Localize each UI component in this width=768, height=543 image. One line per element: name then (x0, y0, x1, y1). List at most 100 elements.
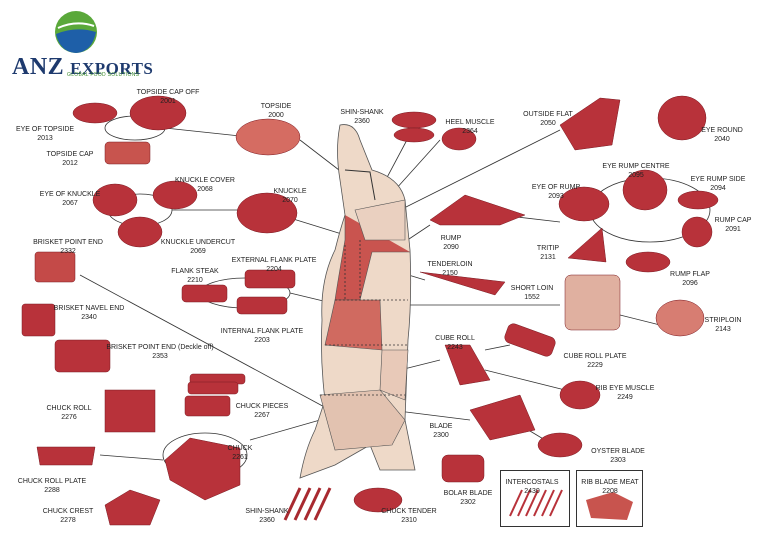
cut-code: 2310 (401, 517, 417, 524)
cut-code: 2353 (152, 353, 168, 360)
cut-code: 2001 (160, 98, 176, 105)
label-topside-cap: TOPSIDE CAP 2012 (47, 150, 94, 168)
label-eye-of-knuckle: EYE OF KNUCKLE 2067 (40, 190, 101, 208)
cut-name: EYE OF TOPSIDE (15, 126, 75, 133)
cut-code: 2040 (714, 136, 730, 143)
label-rib-eye-muscle: RIB EYE MUSCLE 2249 (596, 384, 655, 402)
cut-code: 2000 (268, 112, 284, 119)
label-topside-cap-off: TOPSIDE CAP OFF 2001 (137, 88, 200, 106)
label-internal-flank-plate: INTERNAL FLANK PLATE 2203 (221, 327, 303, 345)
cut-code: 2364 (462, 128, 478, 135)
cut-code: 2069 (190, 248, 206, 255)
cut-name: TRITIP (536, 245, 560, 252)
cut-code: 2332 (60, 248, 76, 255)
label-bolar-blade: BOLAR BLADE 2302 (444, 489, 493, 507)
cut-code: 2131 (540, 254, 556, 261)
cut-code: 2278 (60, 517, 76, 524)
cut-name: BRISKET NAVEL END (53, 305, 125, 312)
cut-name: SHORT LOIN (510, 285, 554, 292)
cut-name: RIB EYE MUSCLE (595, 385, 655, 392)
label-chuck-tender: CHUCK TENDER 2310 (381, 507, 437, 525)
cut-name: CHUCK PIECES (235, 403, 289, 410)
cut-name: RUMP (440, 235, 462, 242)
cut-name: OUTSIDE FLAT (523, 111, 573, 118)
cut-code: 2090 (443, 244, 459, 251)
brand-name-a: ANZ (12, 54, 65, 80)
label-knuckle-undercut: KNUCKLE UNDERCUT 2069 (161, 238, 235, 256)
cut-name: EXTERNAL FLANK PLATE (231, 257, 317, 264)
cut-code: 2012 (62, 160, 78, 167)
cut-code: 2095 (628, 172, 644, 179)
cut-name: RUMP FLAP (670, 271, 710, 278)
cut-name: CHUCK CREST (42, 508, 94, 515)
label-brisket-point-end-deckle-off: BRISKET POINT END (Deckle off) 2353 (106, 343, 213, 361)
cut-name: OYSTER BLADE (591, 448, 645, 455)
cut-name: INTERNAL FLANK PLATE (220, 328, 304, 335)
intercostals-strips (509, 489, 563, 517)
label-tritip: TRITIP 2131 (537, 244, 559, 262)
cut-code: 2249 (617, 394, 633, 401)
cut-code: 2096 (682, 280, 698, 287)
cut-code: 2093 (548, 193, 564, 200)
label-rump: RUMP 2090 (441, 234, 462, 252)
cut-name: BOLAR BLADE (443, 490, 493, 497)
cut-code: 2091 (725, 226, 741, 233)
cut-name: CUBE ROLL (435, 335, 475, 342)
cut-name: FLANK STEAK (171, 268, 219, 275)
label-rump-cap: RUMP CAP 2091 (715, 216, 752, 234)
cut-name: RIB BLADE MEAT (581, 479, 639, 486)
brand-tagline: GLOBAL FOOD SOLUTIONS (67, 72, 140, 78)
cut-name: HEEL MUSCLE (445, 119, 495, 126)
label-external-flank-plate: EXTERNAL FLANK PLATE 2204 (232, 256, 317, 274)
label-chuck-crest: CHUCK CREST 2278 (43, 507, 94, 525)
cut-name: EYE RUMP CENTRE (602, 163, 670, 170)
cut-name: RUMP CAP (714, 217, 752, 224)
cut-code: 2067 (62, 200, 78, 207)
cut-code: 1552 (524, 294, 540, 301)
cut-code: 2204 (266, 266, 282, 273)
cut-name: KNUCKLE UNDERCUT (160, 239, 236, 246)
cut-code: 2068 (197, 186, 213, 193)
cut-code: 2150 (442, 270, 458, 277)
cut-name: EYE OF KNUCKLE (39, 191, 101, 198)
cut-name: CHUCK ROLL PLATE (17, 478, 87, 485)
label-chuck-roll-plate: CHUCK ROLL PLATE 2288 (18, 477, 86, 495)
cut-name: BRISKET POINT END (Deckle off) (106, 344, 214, 351)
logo-globe-icon (55, 11, 97, 53)
cut-code: 2070 (282, 197, 298, 204)
cut-name: TOPSIDE CAP OFF (136, 89, 200, 96)
cut-code: 2203 (254, 337, 270, 344)
cut-code: 2094 (710, 185, 726, 192)
label-heel-muscle: HEEL MUSCLE 2364 (445, 118, 494, 136)
cut-name: TENDERLOIN (427, 261, 473, 268)
label-short-loin: SHORT LOIN 1552 (511, 284, 554, 302)
cut-code: 2288 (44, 487, 60, 494)
cut-name: INTERCOSTALS (505, 479, 559, 486)
cut-name: CHUCK TENDER (381, 508, 437, 515)
cut-name: BLADE (429, 423, 453, 430)
cut-code: 2360 (354, 118, 370, 125)
cut-code: 2302 (460, 499, 476, 506)
cut-name: KNUCKLE (273, 188, 307, 195)
cut-name: TOPSIDE CAP (46, 151, 94, 158)
brand-name-b: EXPORTS (70, 59, 154, 78)
